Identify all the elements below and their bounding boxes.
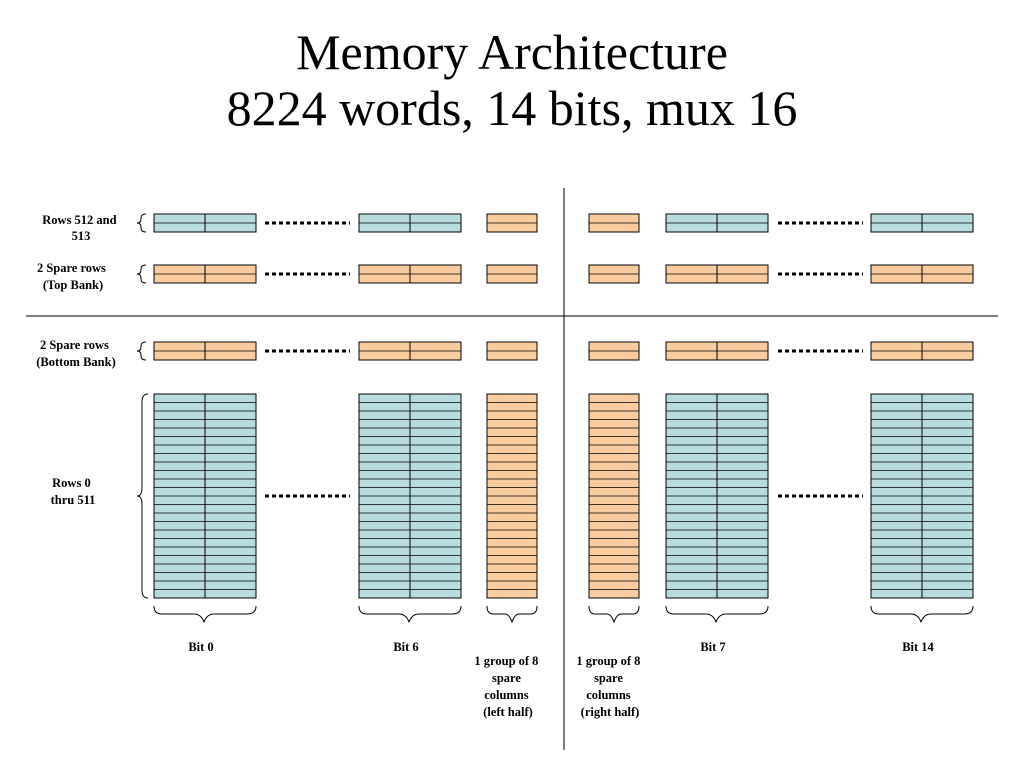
label-bit14: Bit 14 xyxy=(902,640,934,654)
label-spare-right-line4: (right half) xyxy=(581,705,640,719)
label-spare-bottom-line2: (Bottom Bank) xyxy=(36,355,116,369)
label-spare-right-line3: columns xyxy=(586,688,631,702)
label-spare-bottom-line1: 2 Spare rows xyxy=(40,338,109,352)
label-rows-512-513-line2: 513 xyxy=(72,229,91,243)
brace-bit0 xyxy=(153,605,257,624)
label-spare-top-line2: (Top Bank) xyxy=(43,278,103,292)
label-spare-right: 1 group of 8 spare columns (right half) xyxy=(576,654,643,719)
label-bit0: Bit 0 xyxy=(188,640,213,654)
label-spare-top: 2 Spare rows (Top Bank) xyxy=(37,261,109,292)
title-line-1: Memory Architecture xyxy=(296,24,728,80)
label-rows-512-513-line1: Rows 512 and xyxy=(42,213,116,227)
label-spare-bottom: 2 Spare rows (Bottom Bank) xyxy=(36,338,116,369)
brace-rows-0-511 xyxy=(136,393,149,599)
label-spare-left-line1: 1 group of 8 xyxy=(474,654,538,668)
memory-blocks xyxy=(153,213,974,599)
brace-spare-right xyxy=(588,605,640,624)
slide-title: Memory Architecture 8224 words, 14 bits,… xyxy=(0,24,1024,136)
label-spare-left-line2: spare xyxy=(492,671,521,685)
label-spare-right-line2: spare xyxy=(594,671,623,685)
label-spare-right-line1: 1 group of 8 xyxy=(576,654,640,668)
brace-bit6 xyxy=(358,605,462,624)
brace-spare-bottom xyxy=(136,341,147,361)
brace-bit14 xyxy=(870,605,974,624)
label-rows-0-511: Rows 0 thru 511 xyxy=(51,476,96,507)
label-spare-left-line3: columns xyxy=(484,688,529,702)
label-spare-left-line4: (left half) xyxy=(483,705,533,719)
ellipsis-dots xyxy=(265,221,863,498)
label-spare-left: 1 group of 8 spare columns (left half) xyxy=(474,654,541,719)
label-rows-512-513: Rows 512 and 513 xyxy=(42,213,119,243)
label-rows-0-511-line1: Rows 0 xyxy=(52,476,91,490)
brace-bit7 xyxy=(665,605,769,624)
label-bit6: Bit 6 xyxy=(393,640,418,654)
brace-spare-left xyxy=(486,605,538,624)
label-spare-top-line1: 2 Spare rows xyxy=(37,261,106,275)
label-rows-0-511-line2: thru 511 xyxy=(51,493,96,507)
label-bit7: Bit 7 xyxy=(700,640,725,654)
title-line-2: 8224 words, 14 bits, mux 16 xyxy=(226,80,798,136)
brace-rows-512-513 xyxy=(136,213,147,233)
brace-spare-top xyxy=(136,264,147,284)
